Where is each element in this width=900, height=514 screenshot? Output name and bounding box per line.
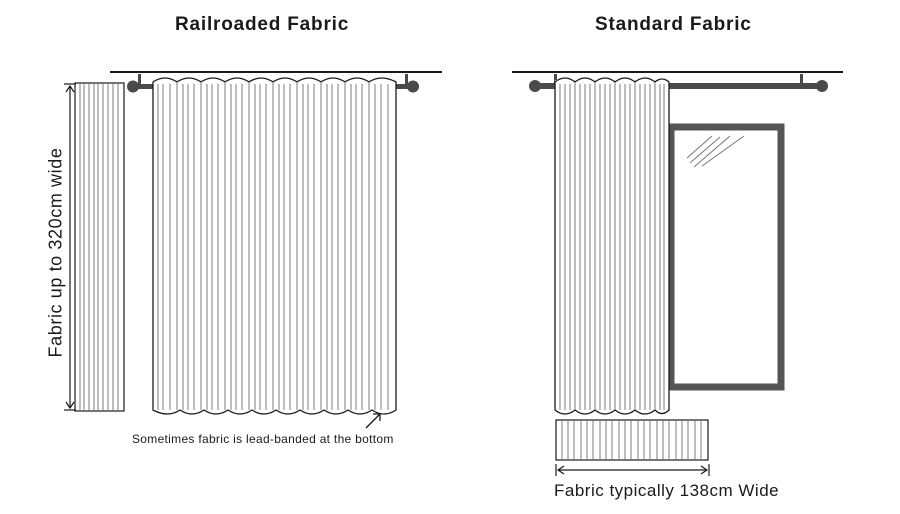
standard-curtain <box>554 77 670 415</box>
standard-fabric-sample <box>555 419 709 461</box>
horizontal-dimension-line <box>555 464 710 476</box>
railroaded-title: Railroaded Fabric <box>175 14 350 35</box>
railroaded-fabric-sample <box>74 82 125 412</box>
lead-band-note: Sometimes fabric is lead-banded at the b… <box>132 432 394 446</box>
standard-diagram <box>512 71 843 476</box>
railroaded-diagram <box>64 71 442 429</box>
railroaded-width-label: Fabric up to 320cm wide <box>45 147 66 358</box>
window-glare <box>686 135 745 168</box>
standard-title: Standard Fabric <box>595 14 752 35</box>
note-arrow <box>365 413 381 429</box>
window-frame <box>667 123 785 391</box>
standard-fabric-stripes <box>561 420 702 460</box>
railroaded-pleats <box>157 82 389 410</box>
curtain-rod <box>529 74 828 92</box>
window <box>667 123 785 391</box>
railroaded-fabric-stripes <box>79 83 119 411</box>
railroaded-curtain <box>152 77 397 415</box>
standard-width-label: Fabric typically 138cm Wide <box>554 481 780 500</box>
vertical-dimension-line <box>64 83 76 411</box>
standard-pleats <box>559 82 665 410</box>
